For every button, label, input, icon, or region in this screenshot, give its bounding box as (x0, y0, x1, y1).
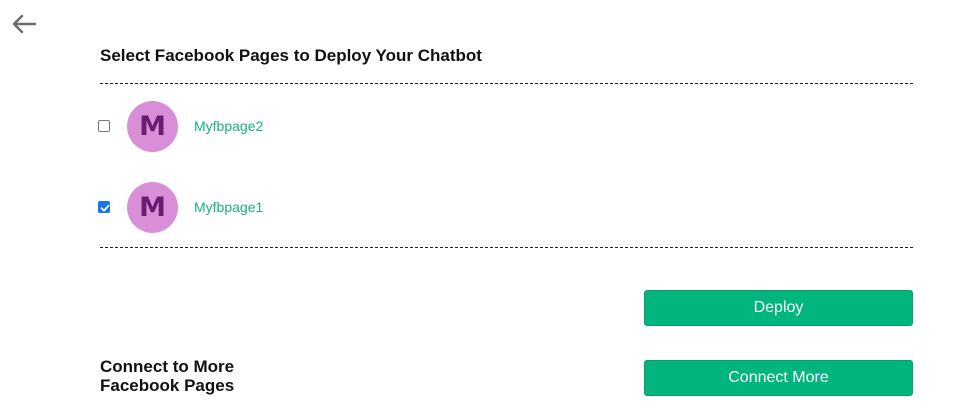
page-name-link[interactable]: Myfbpage1 (194, 199, 264, 215)
avatar: M (127, 100, 178, 152)
divider-bottom (100, 247, 913, 248)
checkmark-icon (100, 204, 110, 212)
back-button[interactable] (10, 12, 38, 36)
arrow-left-icon (12, 14, 37, 34)
page-checkbox-myfbpage2[interactable] (98, 120, 110, 132)
page-list-item: M Myfbpage2 (98, 100, 263, 152)
connect-more-heading: Connect to More Facebook Pages (100, 357, 300, 395)
connect-more-heading-line1: Connect to More (100, 357, 235, 376)
connect-more-heading-line2: Facebook Pages (100, 376, 235, 395)
divider-top (100, 83, 913, 84)
page-list-item: M Myfbpage1 (98, 181, 263, 233)
page-checkbox-myfbpage1[interactable] (98, 201, 110, 213)
avatar: M (127, 181, 178, 233)
page-name-link[interactable]: Myfbpage2 (194, 118, 264, 134)
page-title: Select Facebook Pages to Deploy Your Cha… (100, 46, 482, 65)
deploy-button[interactable]: Deploy (644, 290, 913, 326)
connect-more-button[interactable]: Connect More (644, 360, 913, 396)
